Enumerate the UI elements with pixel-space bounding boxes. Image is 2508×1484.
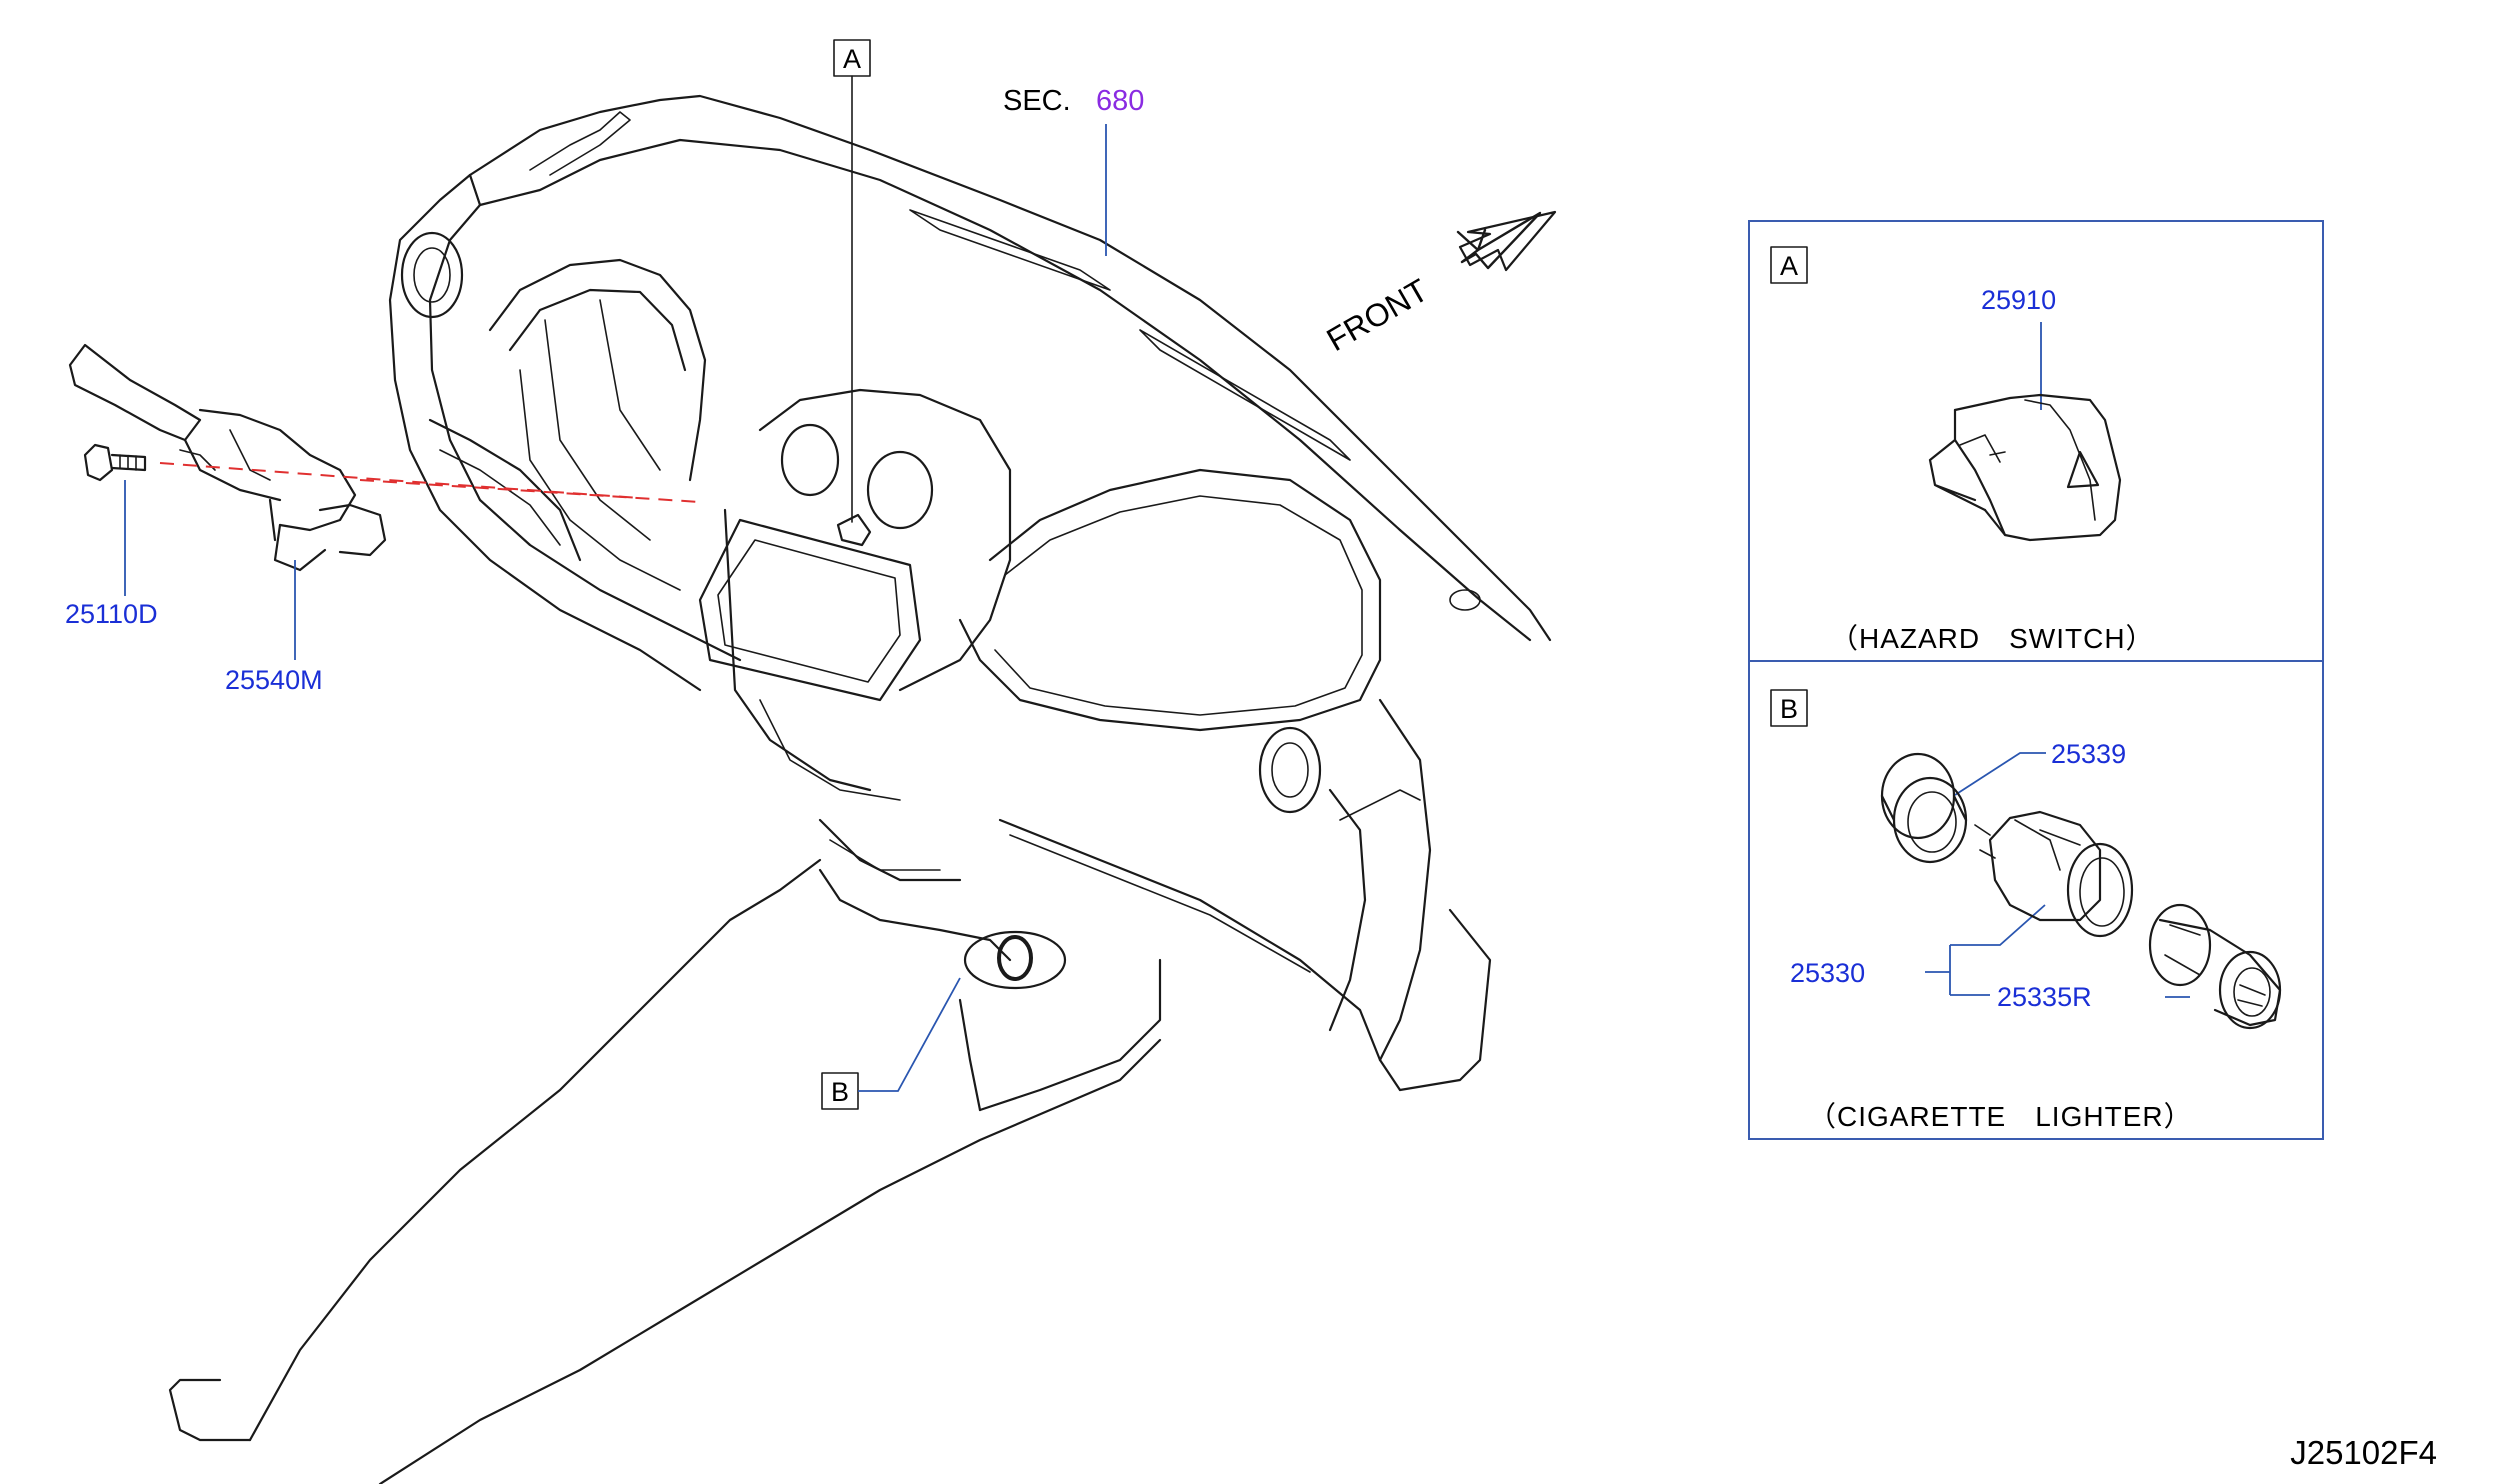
callout-b-letter: B (831, 1077, 849, 1107)
hazard-triangle-icon (2066, 450, 2100, 489)
part-25339-leader (1954, 752, 2046, 796)
callout-a-letter: A (843, 44, 861, 74)
section-ref-number: 680 (1096, 85, 1144, 117)
section-ref-prefix: SEC. (1003, 85, 1071, 117)
detail-b: B 25339 25330 25335R (1770, 689, 2282, 1132)
dashed-guide-switch (359, 479, 701, 503)
detail-a: A 25910 （HAZARD SWITCH） (1770, 246, 2155, 654)
part-number-25339[interactable]: 25339 (2051, 739, 2126, 769)
instrument-panel-illustration (168, 94, 1552, 1484)
detail-b-letter-box (1770, 689, 1808, 727)
lighter-socket-illustration (1974, 810, 2134, 938)
combination-switch-illustration (68, 343, 387, 572)
part-number-25330[interactable]: 25330 (1790, 958, 1865, 988)
detail-a-letter: A (1780, 251, 1798, 281)
hazard-switch-illustration (1928, 393, 2122, 542)
detail-frame (1748, 220, 2324, 1140)
part-number-25910[interactable]: 25910 (1981, 285, 2056, 315)
part-25330-leader (1925, 904, 2046, 996)
drawing-code: J25102F4 (2290, 1434, 2437, 1471)
part-number-25110D[interactable]: 25110D (65, 599, 158, 629)
callout-b-leader (858, 977, 961, 1092)
part-number-25540M[interactable]: 25540M (225, 665, 323, 695)
front-label: FRONT (1321, 272, 1434, 358)
detail-a-letter-box (1770, 246, 1808, 284)
lighter-ring-illustration (1880, 752, 1968, 864)
detail-a-caption: （HAZARD SWITCH） (1830, 623, 2155, 654)
detail-b-caption: （CIGARETTE LIGHTER） (1808, 1101, 2193, 1132)
front-arrow-icon (1456, 211, 1542, 270)
part-number-25335R[interactable]: 25335R (1997, 982, 2092, 1012)
lighter-plug-illustration (2148, 903, 2282, 1030)
front-arrow-body-icon (1458, 210, 1557, 272)
detail-b-letter: B (1780, 694, 1798, 724)
